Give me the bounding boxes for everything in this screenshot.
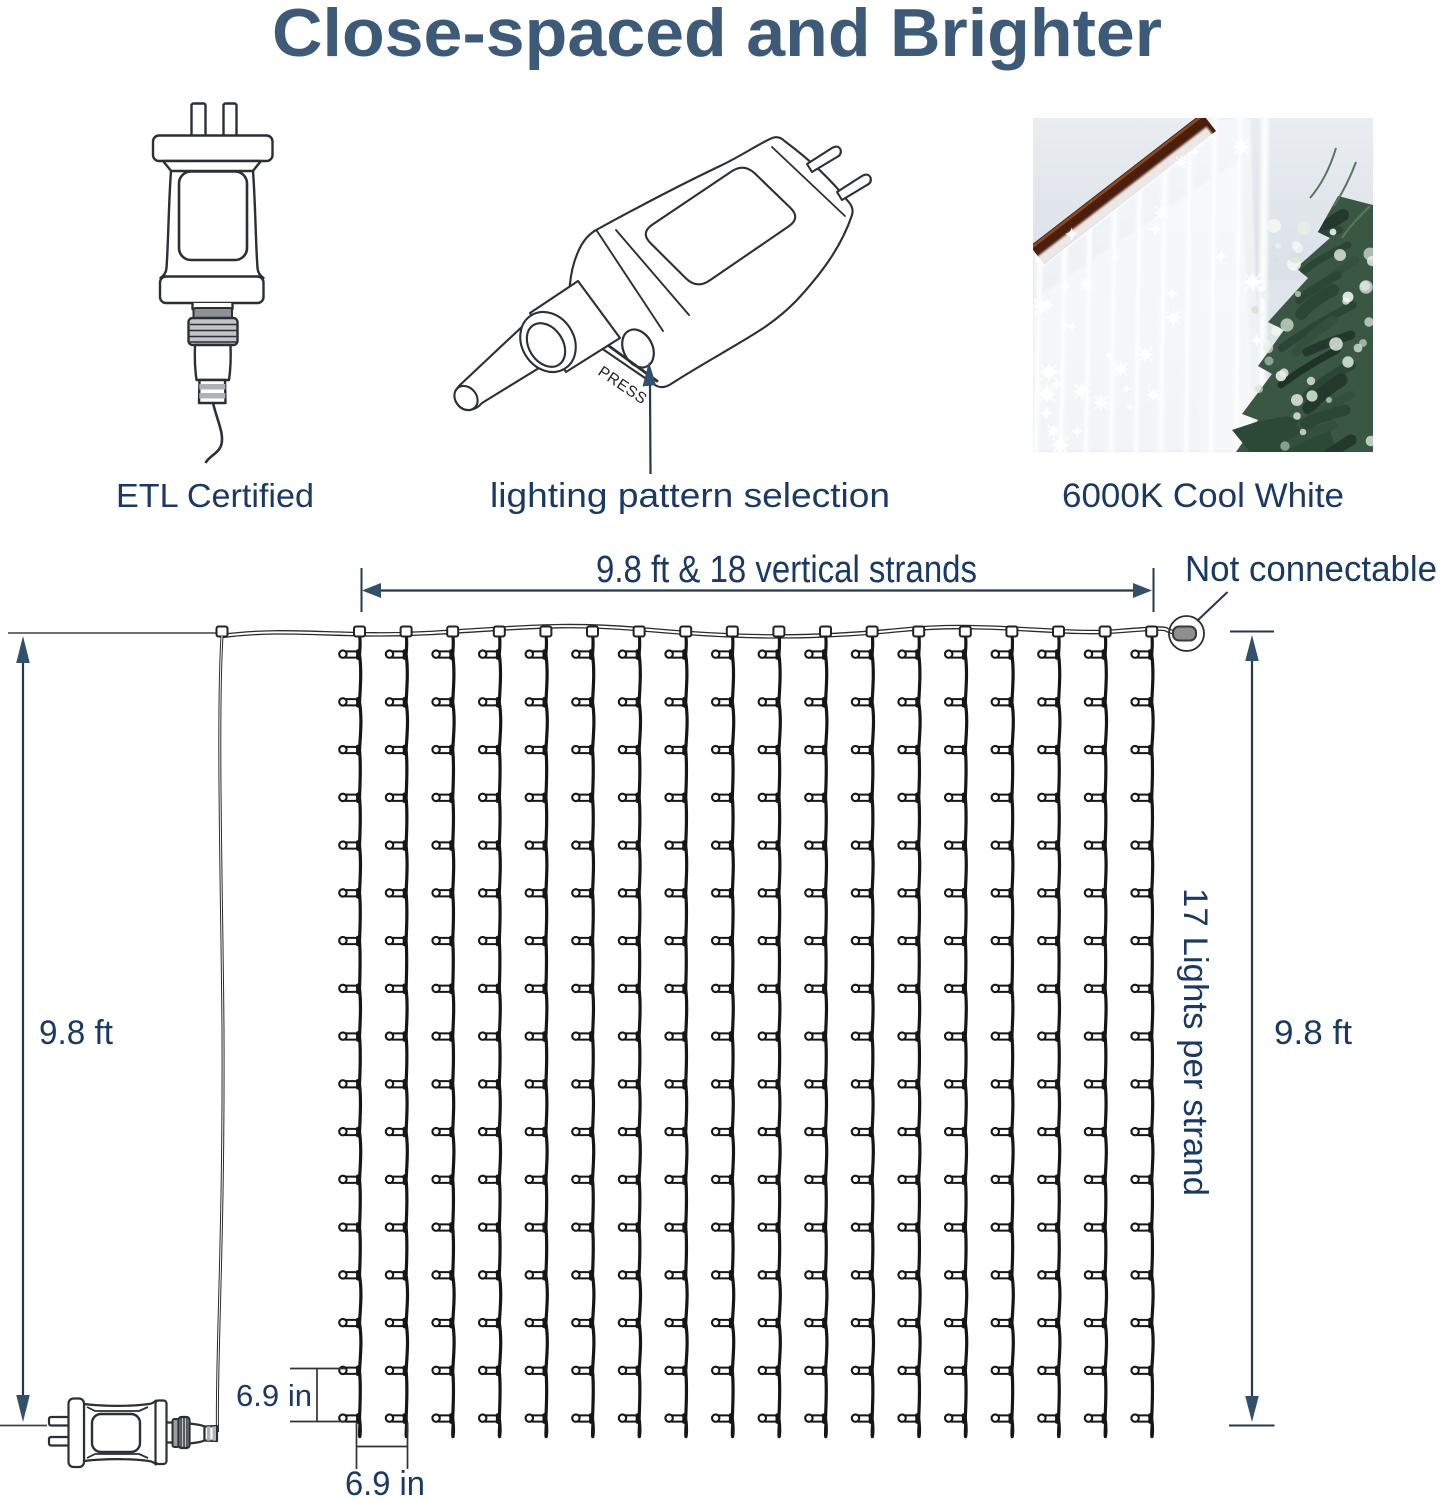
svg-text:9.8 ft: 9.8 ft	[1274, 1014, 1353, 1052]
svg-text:9.8 ft: 9.8 ft	[39, 1014, 114, 1052]
svg-text:Not connectable: Not connectable	[1185, 548, 1437, 589]
svg-text:9.8 ft & 18 vertical strands: 9.8 ft & 18 vertical strands	[596, 549, 977, 591]
svg-text:lighting pattern selection: lighting pattern selection	[490, 477, 890, 515]
svg-text:Close-spaced and Brighter: Close-spaced and Brighter	[272, 0, 1162, 71]
svg-text:17 Lights per strand: 17 Lights per strand	[1176, 888, 1214, 1196]
svg-text:ETL Certified: ETL Certified	[116, 477, 314, 514]
svg-text:6.9 in: 6.9 in	[345, 1465, 425, 1500]
svg-text:6.9 in: 6.9 in	[236, 1378, 312, 1413]
svg-text:6000K Cool White: 6000K Cool White	[1062, 477, 1344, 515]
